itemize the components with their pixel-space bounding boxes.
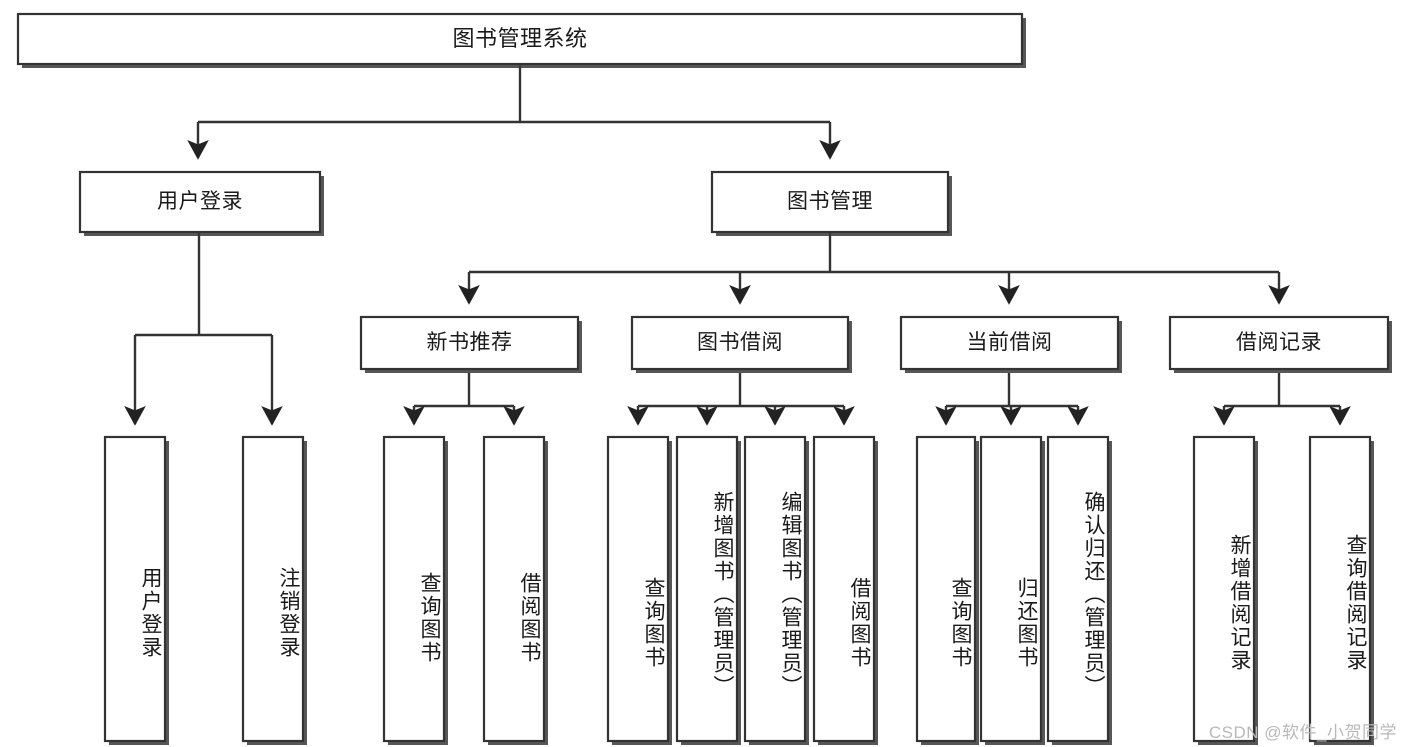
leaf-book-borrow-0-box[interactable] [606,435,670,743]
connector-currentborrow-to-leaves [935,373,1089,426]
connector-bookborrow-to-leaves [627,373,855,426]
leaf-book-borrow-2-box[interactable] [743,435,807,743]
node-book-borrow-box[interactable] [630,315,850,371]
leaf-current-borrow-2-box[interactable] [1046,435,1110,743]
node-new-book-recommend-box[interactable] [359,315,580,371]
node-book-management-box[interactable] [710,170,950,234]
connector-bookmgmt-to-level2 [458,232,1290,305]
leaf-new-book-1-box[interactable] [482,435,546,743]
leaf-current-borrow-0-box[interactable] [915,435,977,743]
leaf-book-borrow-1-box[interactable] [675,435,739,743]
node-current-borrow-box[interactable] [899,315,1120,371]
leaf-user-login-1-box[interactable] [241,435,305,743]
leaf-borrow-record-0-box[interactable] [1192,435,1256,743]
node-user-login-box[interactable] [78,170,322,234]
connector-userlogin-to-leaves [124,232,283,426]
leaf-current-borrow-1-box[interactable] [979,435,1043,743]
node-borrow-record-box[interactable] [1168,315,1390,371]
connector-newbook-to-leaves [403,373,525,426]
leaf-borrow-record-1-box[interactable] [1308,435,1372,743]
leaf-book-borrow-3-box[interactable] [812,435,876,743]
connector-borrowrecord-to-leaves [1213,373,1351,426]
leaf-user-login-0-box[interactable] [103,435,167,743]
csdn-watermark: CSDN @软件_小贺同学 [1208,723,1397,742]
leaf-new-book-0-box[interactable] [382,435,446,743]
connector-root-to-level1 [187,64,841,160]
node-root-box[interactable] [16,12,1024,66]
